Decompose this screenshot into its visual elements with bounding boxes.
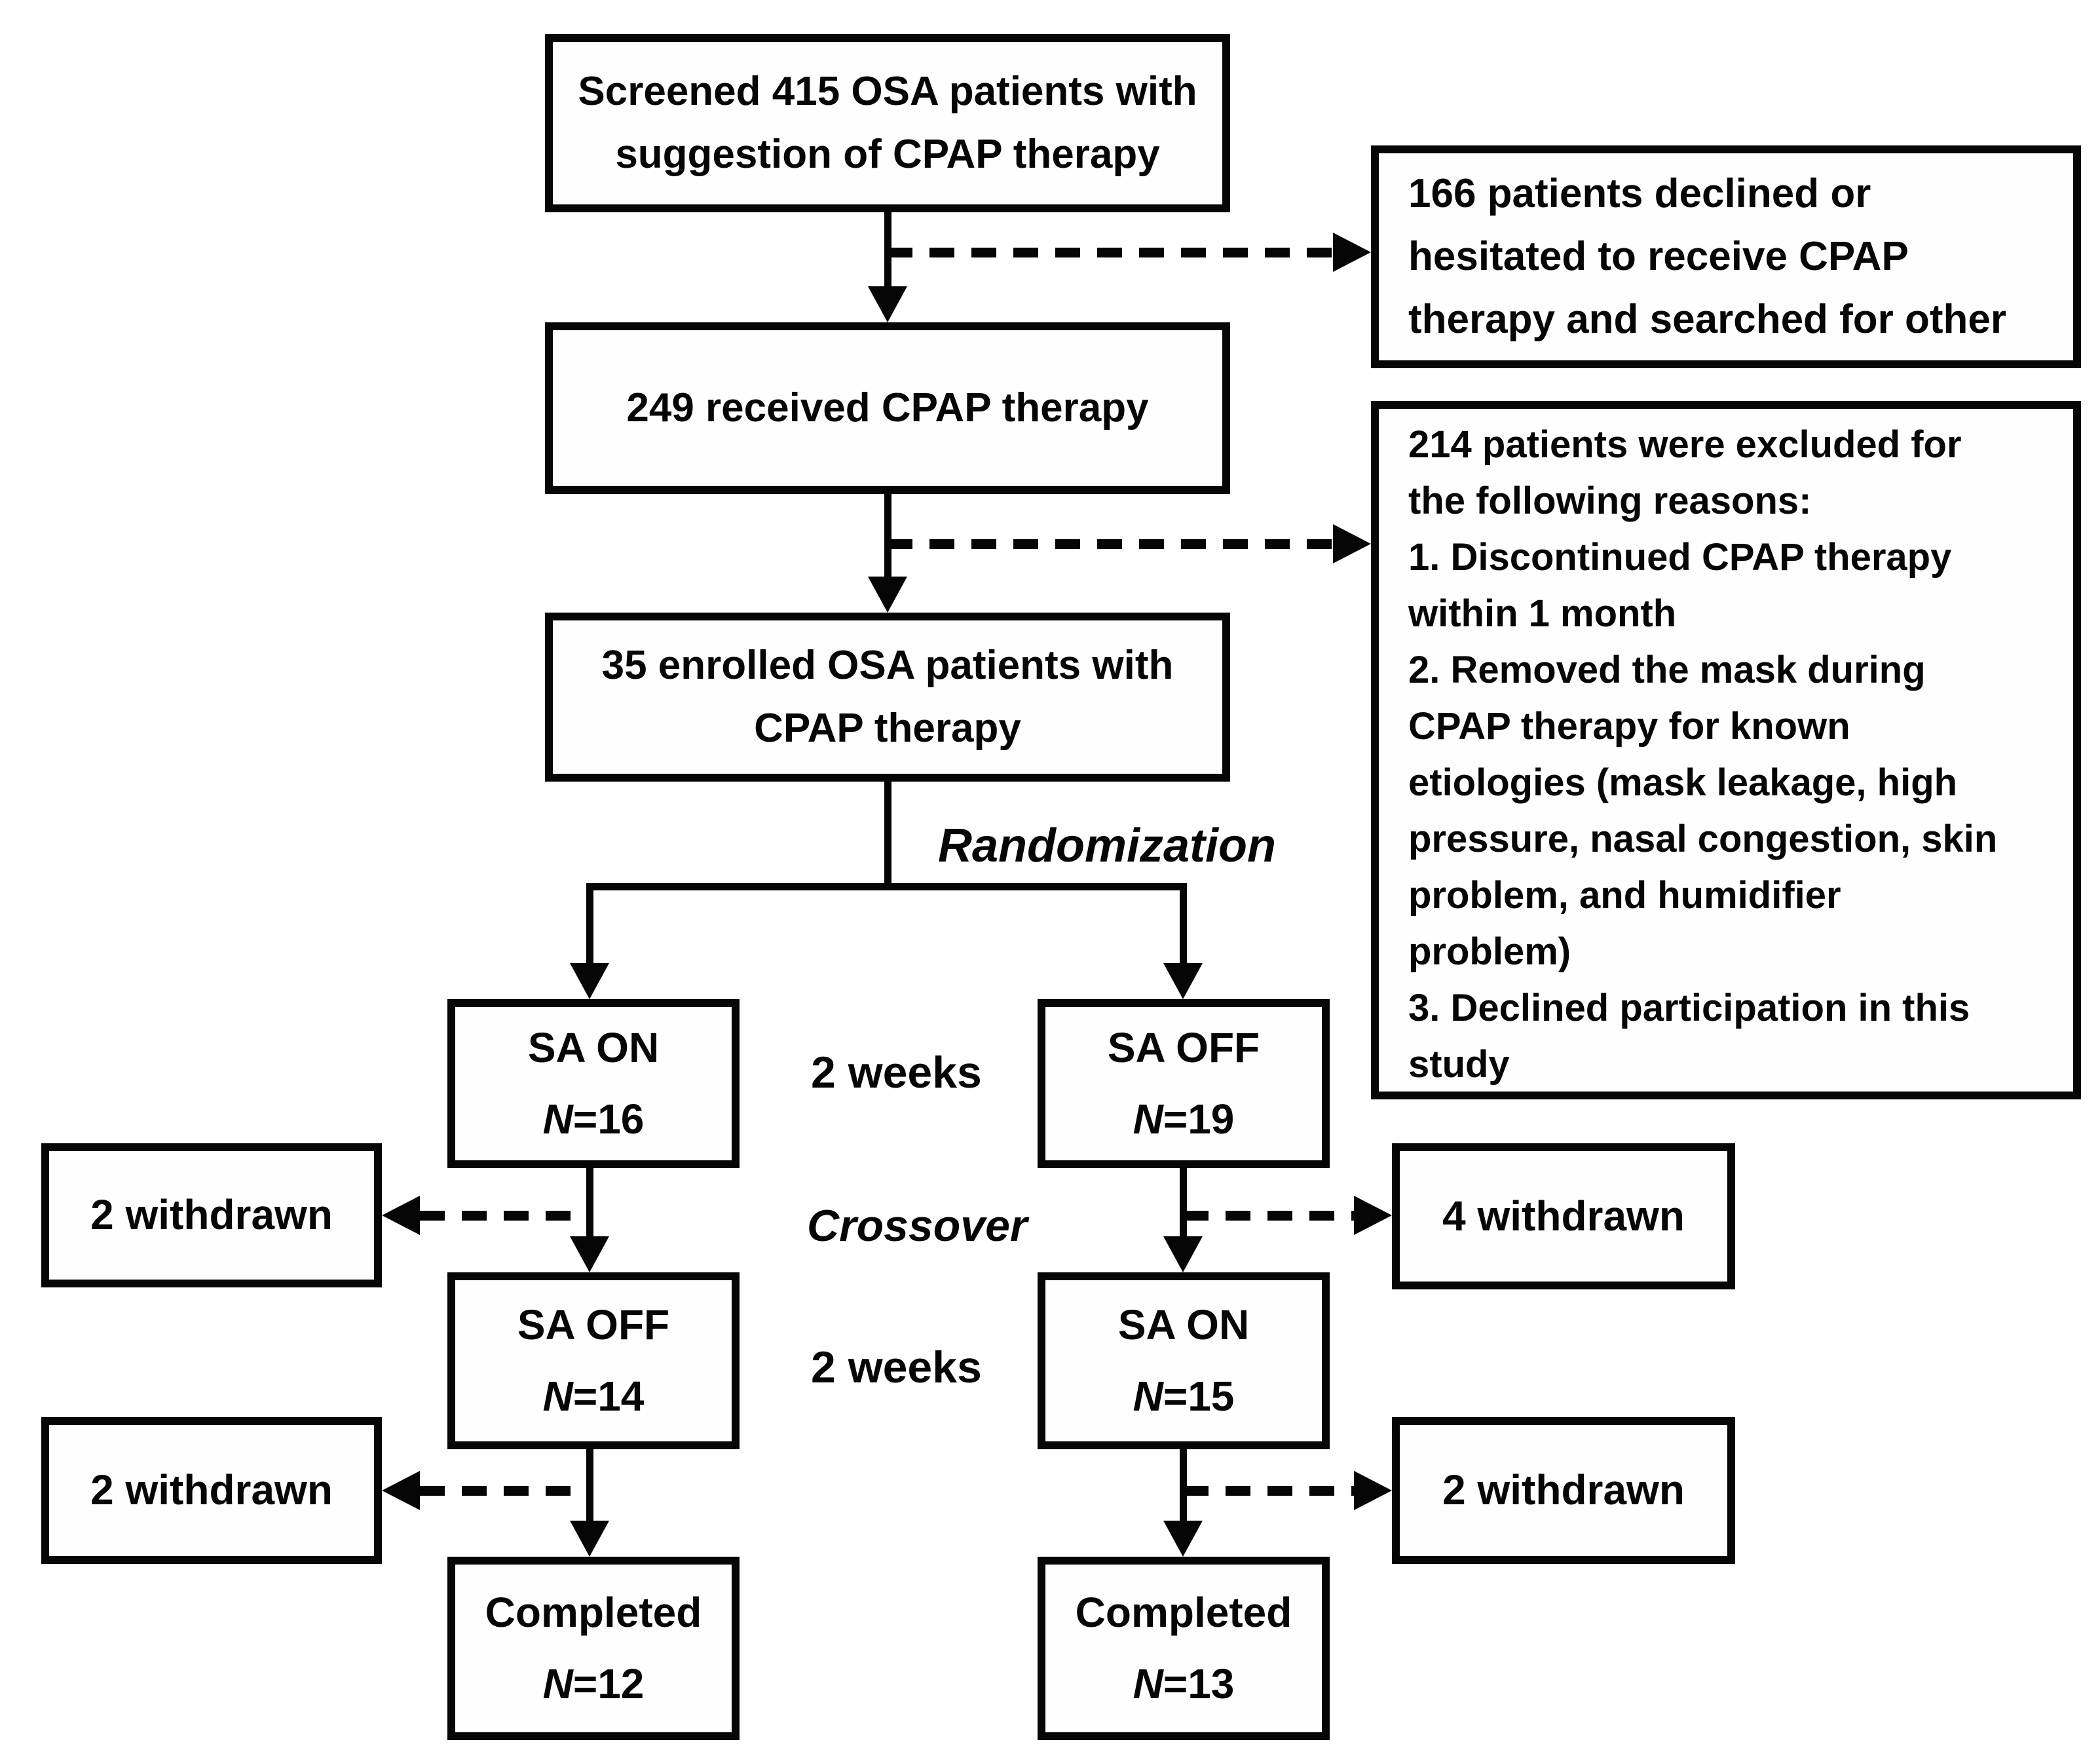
line-enrolled-to-split xyxy=(884,782,891,890)
arrowhead-enrolled xyxy=(868,577,907,613)
line-sa-on2-to-completed xyxy=(1180,1449,1187,1523)
text-line: etiologies (mask leakage, high xyxy=(1408,761,1958,804)
n-symbol: N xyxy=(1133,1660,1163,1707)
box-completed-right: Completed N=13 xyxy=(1038,1557,1330,1740)
withdrawn-text: 2 withdrawn xyxy=(1442,1466,1685,1514)
arm-title: SA ON xyxy=(1117,1301,1250,1349)
label-crossover: Crossover xyxy=(807,1201,1028,1251)
box-screened: Screened 415 OSA patients with suggestion… xyxy=(545,34,1230,212)
text-line: 214 patients were excluded for xyxy=(1408,423,1962,466)
text-line: 35 enrolled OSA patients with xyxy=(601,642,1174,688)
arrowhead-sa-off-period1 xyxy=(1163,963,1203,999)
arrowhead-withdrawn-right2 xyxy=(1354,1471,1392,1510)
n-symbol: N xyxy=(1133,1373,1163,1420)
box-received-text: 249 received CPAP therapy xyxy=(626,385,1149,430)
dashed-line-to-excluded xyxy=(888,539,1333,549)
arrowhead-sa-on-period2 xyxy=(1163,1236,1203,1272)
arrowhead-declined xyxy=(1333,233,1371,272)
line-split-bar xyxy=(586,883,1187,890)
arrowhead-completed-right xyxy=(1163,1521,1203,1557)
box-sa-on-period2: SA ON N=15 xyxy=(1038,1272,1330,1449)
arm-title: SA OFF xyxy=(517,1301,670,1349)
arm-n: N=19 xyxy=(1133,1084,1235,1155)
arrowhead-sa-off-period2 xyxy=(570,1236,609,1272)
arm-title: SA OFF xyxy=(1107,1024,1260,1072)
line-sa-on1-to-sa-off2 xyxy=(586,1168,593,1240)
arm-title: SA ON xyxy=(527,1024,660,1072)
text-line: problem) xyxy=(1408,930,1571,973)
arrowhead-withdrawn-left2 xyxy=(382,1471,420,1510)
text-line: problem, and humidifier xyxy=(1408,874,1841,917)
box-withdrawn-right-period2: 2 withdrawn xyxy=(1392,1417,1735,1564)
box-withdrawn-right-period1: 4 withdrawn xyxy=(1392,1143,1735,1289)
text-line: study xyxy=(1408,1043,1510,1086)
text-line: 166 patients declined or xyxy=(1408,170,1871,216)
text-line: hesitated to receive CPAP xyxy=(1408,233,1909,279)
box-sa-off-period2: SA OFF N=14 xyxy=(447,1272,740,1449)
n-count: =19 xyxy=(1163,1095,1235,1143)
arrowhead-excluded xyxy=(1333,524,1371,563)
dashed-line-to-declined xyxy=(888,248,1333,257)
n-count: =14 xyxy=(572,1373,645,1420)
line-split-left xyxy=(586,883,593,968)
dashed-line-withdrawn-right1 xyxy=(1184,1211,1354,1221)
arm-n: N=12 xyxy=(543,1648,645,1720)
dashed-line-withdrawn-left1 xyxy=(420,1211,593,1221)
box-declined: 166 patients declined or hesitated to rec… xyxy=(1371,145,2081,368)
box-withdrawn-left-period2: 2 withdrawn xyxy=(41,1417,382,1564)
dashed-line-withdrawn-left2 xyxy=(420,1486,593,1496)
text-line: 2. Removed the mask during xyxy=(1408,649,1926,691)
n-symbol: N xyxy=(542,1095,573,1143)
arm-n: N=15 xyxy=(1133,1361,1235,1432)
arrowhead-received xyxy=(868,286,907,322)
arm-title: Completed xyxy=(1075,1589,1292,1637)
text-line: suggestion of CPAP therapy xyxy=(615,132,1160,177)
n-symbol: N xyxy=(542,1373,573,1420)
text-line: therapy and searched for other xyxy=(1408,297,2007,343)
line-sa-off1-to-sa-on2 xyxy=(1180,1168,1187,1240)
box-sa-on-period1: SA ON N=16 xyxy=(447,999,740,1168)
n-symbol: N xyxy=(1133,1095,1163,1143)
box-received: 249 received CPAP therapy xyxy=(545,322,1230,494)
n-count: =12 xyxy=(572,1660,645,1707)
box-sa-off-period1: SA OFF N=19 xyxy=(1038,999,1330,1168)
label-2-weeks-bottom: 2 weeks xyxy=(811,1342,982,1392)
n-count: =13 xyxy=(1163,1660,1235,1707)
label-2-weeks-top: 2 weeks xyxy=(811,1048,982,1097)
text-line: CPAP therapy xyxy=(754,706,1021,751)
box-completed-left: Completed N=12 xyxy=(447,1557,740,1740)
n-count: =16 xyxy=(572,1095,645,1143)
text-line: the following reasons: xyxy=(1408,480,1812,522)
box-withdrawn-left-period1: 2 withdrawn xyxy=(41,1143,382,1287)
text-line: pressure, nasal congestion, skin xyxy=(1408,818,1998,860)
arm-n: N=13 xyxy=(1133,1648,1235,1720)
label-randomization: Randomization xyxy=(938,820,1276,872)
line-received-to-enrolled xyxy=(884,493,891,582)
withdrawn-text: 4 withdrawn xyxy=(1442,1192,1685,1240)
arrowhead-withdrawn-left1 xyxy=(382,1196,420,1235)
line-split-right xyxy=(1180,883,1187,968)
arm-title: Completed xyxy=(485,1589,702,1637)
n-symbol: N xyxy=(542,1660,573,1707)
withdrawn-text: 2 withdrawn xyxy=(90,1191,333,1239)
arrowhead-sa-on-period1 xyxy=(570,963,609,999)
text-line: 1. Discontinued CPAP therapy xyxy=(1408,536,1952,579)
text-line: Screened 415 OSA patients with xyxy=(578,68,1197,114)
text-line: CPAP therapy for known xyxy=(1408,705,1850,748)
dashed-line-withdrawn-right2 xyxy=(1184,1486,1354,1496)
n-count: =15 xyxy=(1163,1373,1235,1420)
text-line: 3. Declined participation in this xyxy=(1408,987,1970,1029)
arrowhead-completed-left xyxy=(570,1521,609,1557)
box-excluded: 214 patients were excluded for the follow… xyxy=(1371,401,2081,1099)
arm-n: N=16 xyxy=(543,1084,645,1155)
text-line: within 1 month xyxy=(1408,592,1677,635)
arrowhead-withdrawn-right1 xyxy=(1354,1196,1392,1235)
arm-n: N=14 xyxy=(543,1361,645,1432)
withdrawn-text: 2 withdrawn xyxy=(90,1466,333,1514)
